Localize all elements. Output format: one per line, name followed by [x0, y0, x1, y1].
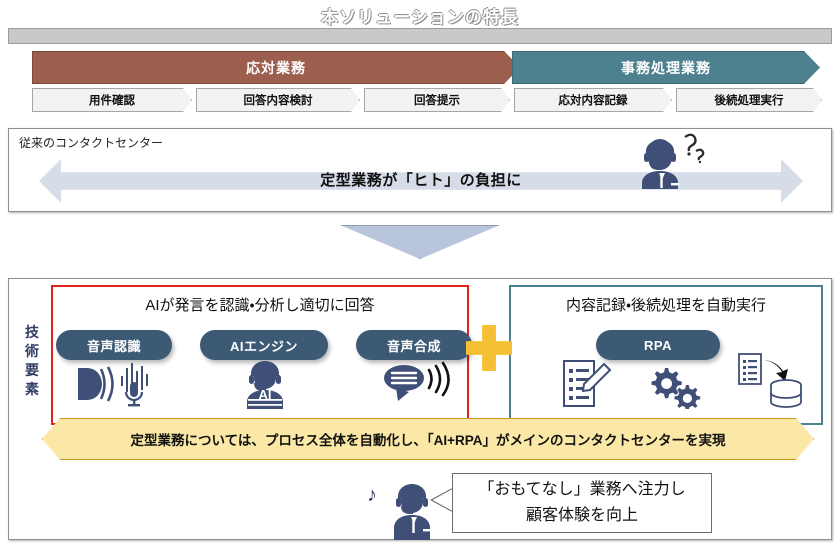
svg-text:AI: AI: [259, 387, 272, 402]
title-underbar: [8, 28, 832, 44]
pill-label-ai-engine: AIエンジン: [229, 338, 298, 354]
phase-chevron-jimu[interactable]: 事務処理業務: [512, 51, 820, 84]
process-phase-row: 応対業務 事務処理業務: [0, 51, 840, 84]
page-title-band: 本ソリューションの特長: [0, 0, 840, 30]
pill-label-speech-synthesis: 音声合成: [386, 338, 441, 354]
pill-speech-synthesis[interactable]: 音声合成: [356, 330, 472, 360]
process-step-row: 用件確認 回答内容検討 回答提示 応対内容記録 後続処理実行: [0, 88, 840, 112]
step-box-1[interactable]: 用件確認: [32, 88, 192, 112]
callout-line-2: 顧客体験を向上: [525, 507, 638, 524]
pill-label-speech-recognition: 音声認識: [86, 338, 141, 354]
step-box-4[interactable]: 応対内容記録: [514, 88, 672, 112]
step-label-5: 後続処理実行: [714, 95, 784, 107]
step-box-5[interactable]: 後続処理実行: [676, 88, 822, 112]
document-edit-icon: [560, 358, 614, 410]
callout-line-1: 「おもてなし」業務へ注力し: [478, 481, 686, 498]
conclusion-banner: 定型業務については、プロセス全体を自動化し、「AI+RPA」がメインのコンタクト…: [42, 418, 814, 460]
phase-label-jimu: 事務処理業務: [621, 59, 711, 76]
pill-ai-engine[interactable]: AIエンジン: [200, 330, 328, 360]
pill-speech-recognition[interactable]: 音声認識: [56, 330, 172, 360]
ai-section-heading: AIが発言を認識・分析し適切に回答: [145, 297, 375, 314]
step-box-2[interactable]: 回答内容検討: [196, 88, 360, 112]
happy-operator-icon: [386, 480, 438, 540]
callout-box: 「おもてなし」業務へ注力し 顧客体験を向上: [452, 473, 712, 533]
ai-agent-icon: AI: [238, 357, 292, 409]
page-title: 本ソリューションの特長: [321, 7, 519, 27]
phase-chevron-taio[interactable]: 応対業務: [32, 51, 520, 84]
music-note-icon: ♪: [367, 484, 377, 506]
data-transfer-icon: [736, 352, 808, 412]
step-box-3[interactable]: 回答提示: [364, 88, 510, 112]
pill-label-rpa: RPA: [644, 337, 672, 353]
pill-rpa[interactable]: RPA: [596, 330, 720, 360]
step-label-2: 回答内容検討: [243, 95, 313, 107]
speech-recognition-icon: [72, 360, 164, 408]
tech-vertical-label: 技術要素: [25, 324, 39, 397]
phase-label-taio: 応対業務: [246, 59, 306, 76]
legacy-panel-label: 従来のコンタクトセンター: [19, 136, 164, 150]
down-arrow-icon: [340, 225, 500, 259]
step-label-1: 用件確認: [89, 95, 135, 107]
gears-icon: [650, 365, 704, 411]
rpa-section-heading: 内容記録・後続処理を自動実行: [565, 297, 767, 314]
worried-operator-icon: [630, 131, 710, 189]
speech-synthesis-icon: [382, 360, 454, 406]
step-label-3: 回答提示: [414, 95, 460, 107]
conclusion-banner-text: 定型業務については、プロセス全体を自動化し、「AI+RPA」がメインのコンタクト…: [130, 433, 726, 448]
legacy-burden-text: 定型業務が「ヒト」の負担に: [320, 172, 522, 189]
step-label-4: 応対内容記録: [558, 95, 628, 107]
